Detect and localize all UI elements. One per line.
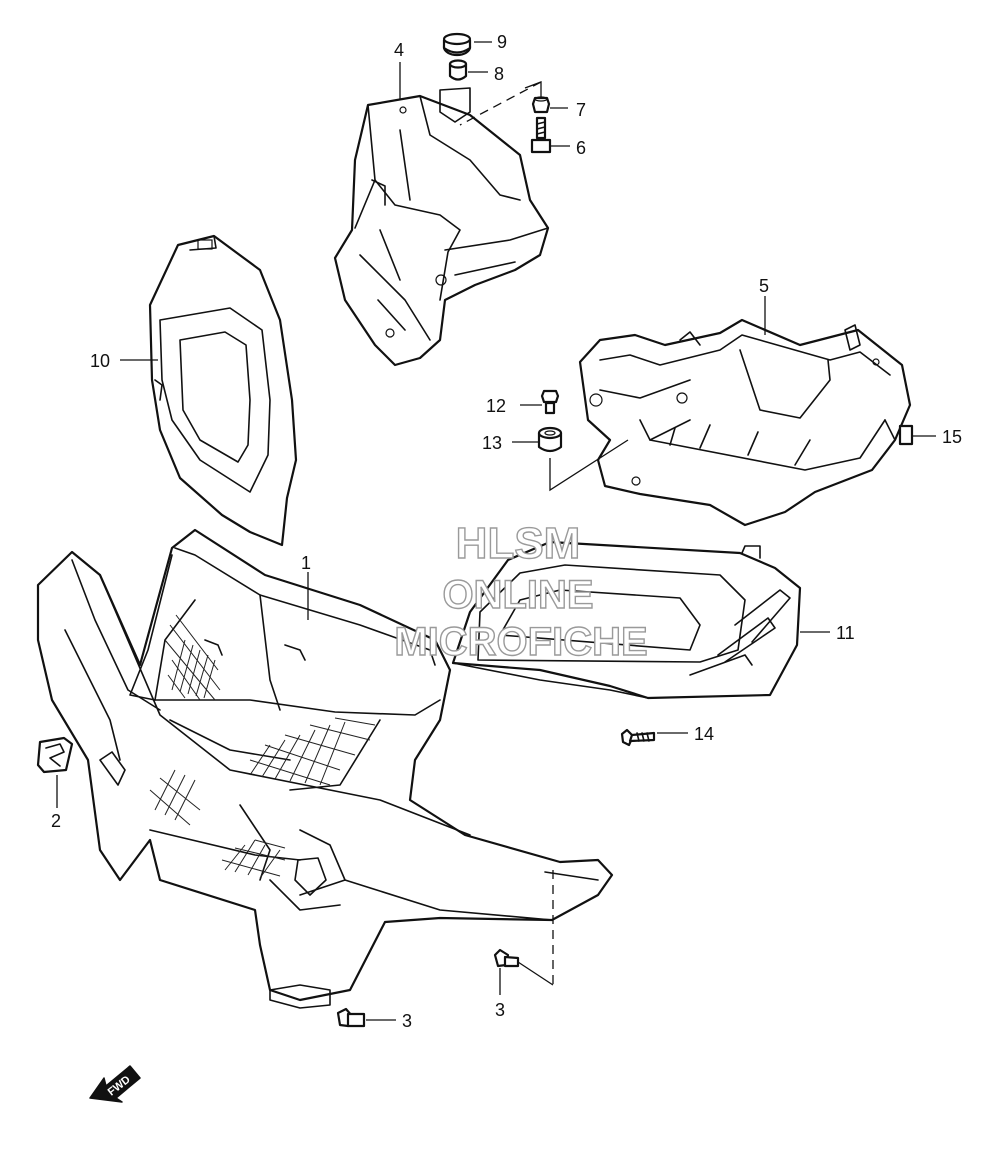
- part-1-front-fender: [36, 528, 614, 1009]
- part-5-lower-bracket: [578, 318, 914, 527]
- callout-12: 12: [486, 396, 506, 416]
- part-10-headlight-bezel: [148, 234, 298, 547]
- callout-6: 6: [576, 138, 586, 158]
- watermark: HLSM ONLINE MICROFICHE: [394, 518, 649, 664]
- callout-3-right: 3: [495, 1000, 505, 1020]
- part-13-grommet: [537, 426, 563, 453]
- part-4-headlight-housing: [333, 87, 550, 367]
- callout-11: 11: [836, 623, 855, 643]
- part-8-grommet: [448, 59, 468, 81]
- callouts: 1 2 3 3 4 5 6 7 8 9 10 11 12 13 14 15: [51, 32, 962, 1031]
- watermark-line-3: MICROFICHE: [394, 620, 647, 664]
- callout-14: 14: [694, 724, 714, 744]
- part-14-screw: [620, 728, 656, 747]
- callout-5: 5: [759, 276, 769, 296]
- part-2-emblem: [36, 736, 74, 774]
- part-6-7-leader-dash: [459, 81, 542, 126]
- fwd-arrow-icon: FWD: [89, 1065, 141, 1103]
- callout-9: 9: [497, 32, 507, 52]
- part-3-screw-left: [336, 1007, 366, 1028]
- callout-3-left: 3: [402, 1011, 412, 1031]
- part-11-side-cover: [451, 540, 802, 700]
- watermark-line-2: ONLINE: [442, 573, 593, 617]
- callout-13: 13: [482, 433, 502, 453]
- callout-4: 4: [394, 40, 404, 60]
- part-3-screw-right: [493, 948, 520, 968]
- callout-7: 7: [576, 100, 586, 120]
- part-9-cushion: [442, 32, 472, 57]
- callout-10: 10: [90, 351, 110, 371]
- callout-15: 15: [942, 427, 962, 447]
- callout-2: 2: [51, 811, 61, 831]
- leader-lines: [56, 41, 936, 1021]
- part-12-screw: [540, 389, 560, 415]
- part-3-locate-line: [517, 961, 554, 986]
- part-13-bracket-line: [549, 439, 629, 492]
- callout-1: 1: [301, 553, 311, 573]
- callout-8: 8: [494, 64, 504, 84]
- part-6-bolt: [530, 116, 552, 154]
- watermark-line-1: HLSM: [456, 519, 581, 568]
- part-6-7-bracket-line: [524, 81, 542, 98]
- part-7-nut: [531, 96, 551, 114]
